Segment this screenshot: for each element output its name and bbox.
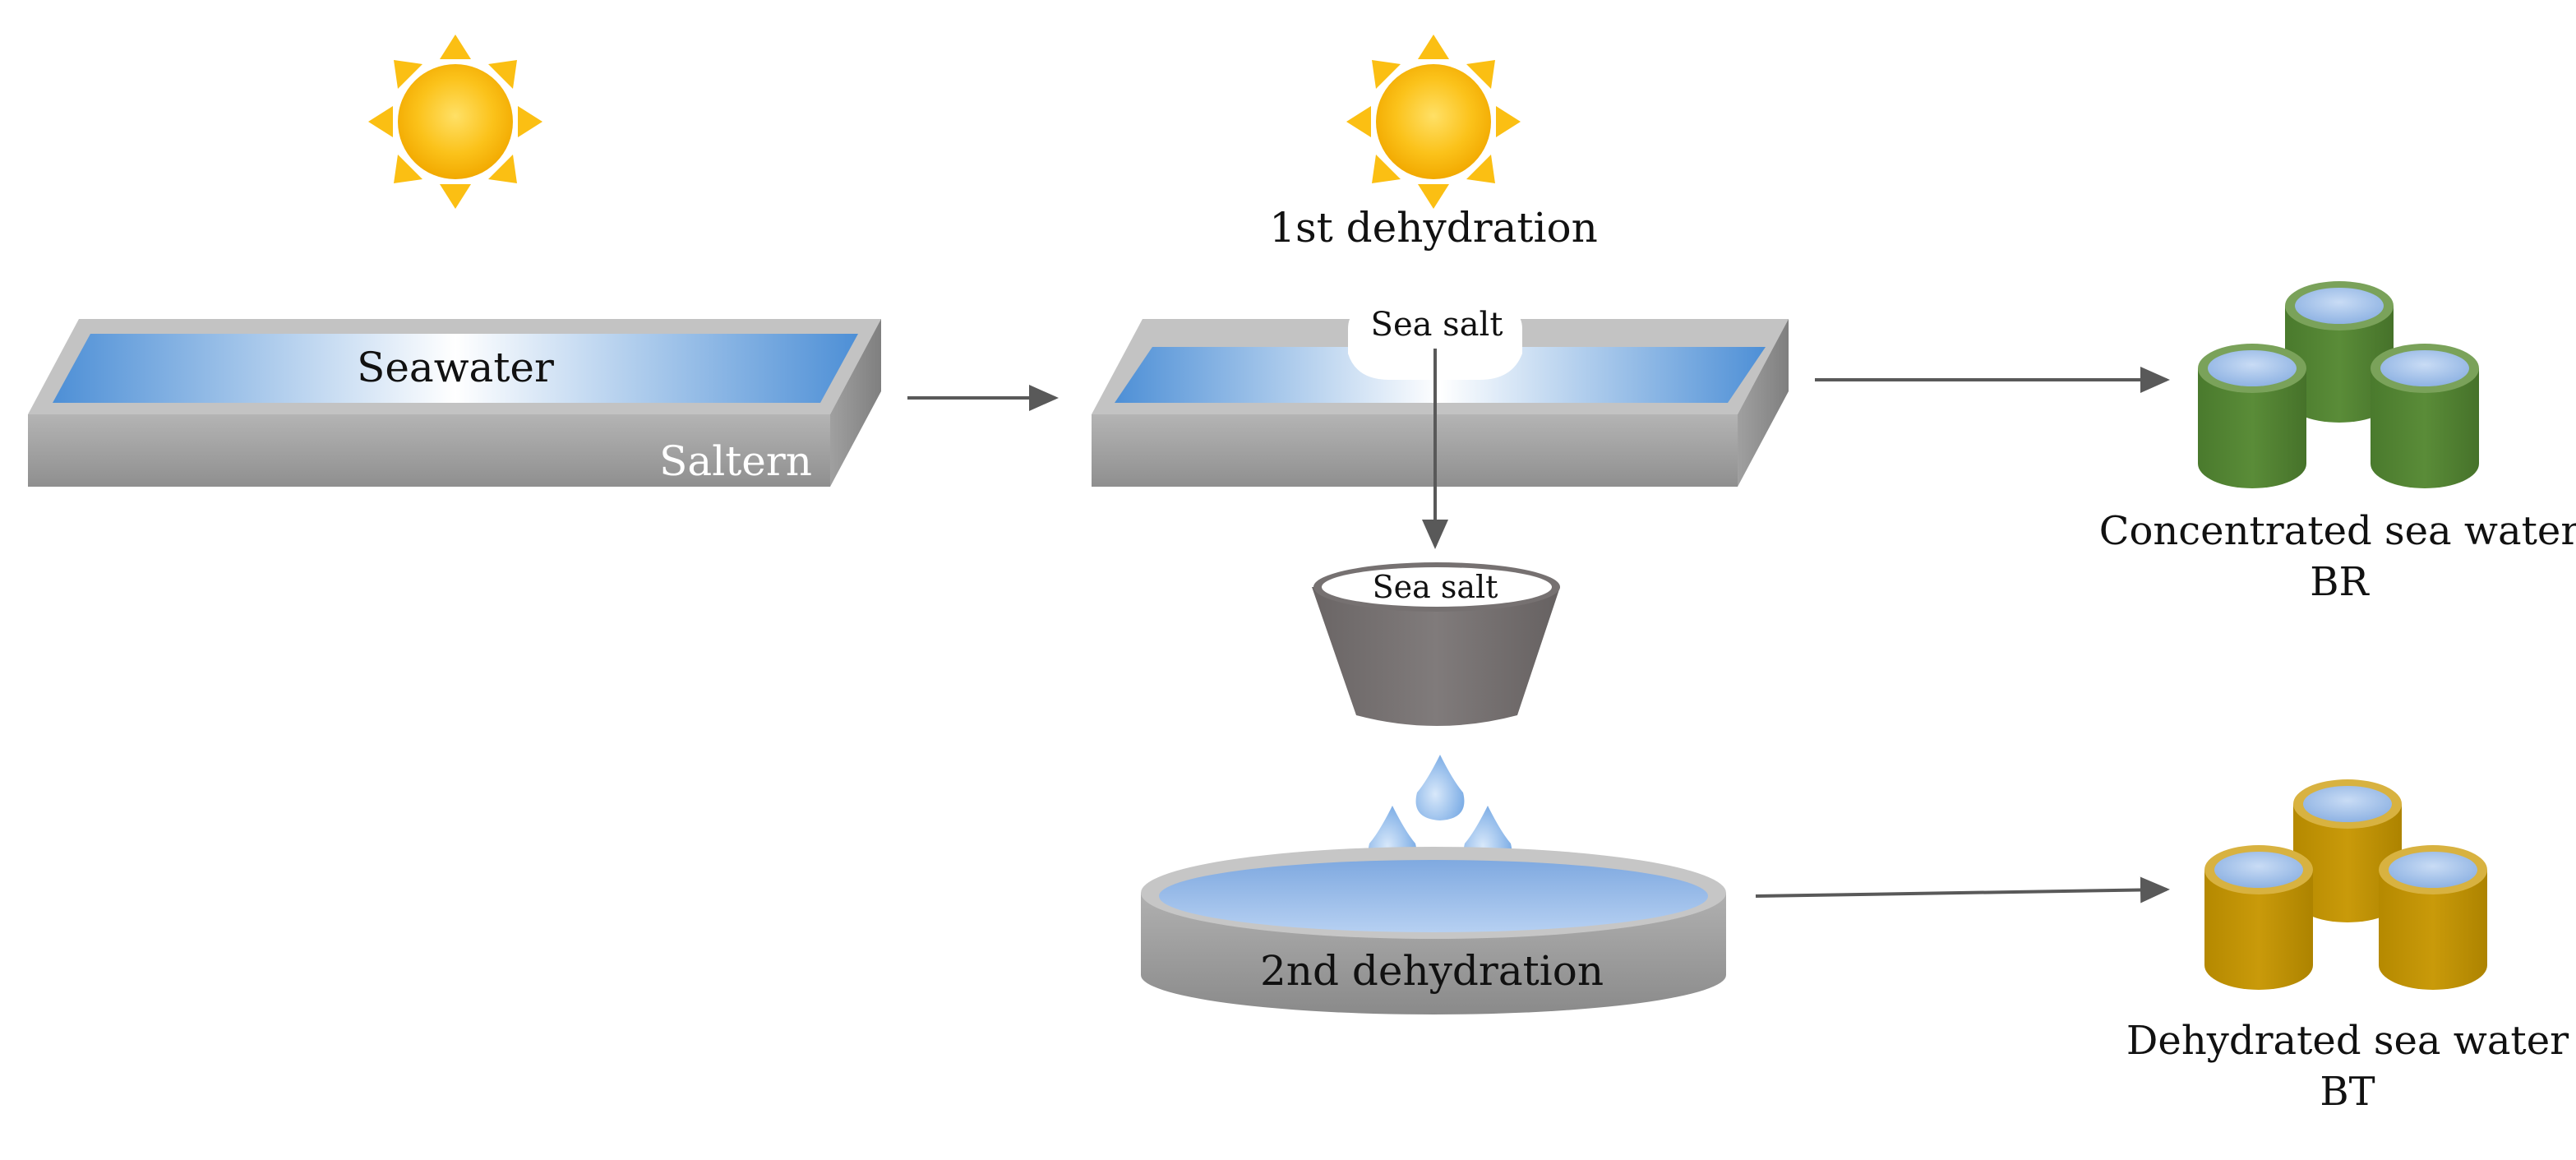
first-dehydration-label: 1st dehydration bbox=[1269, 204, 1598, 252]
seawater-label: Seawater bbox=[357, 344, 554, 391]
barrel-icon bbox=[2198, 344, 2306, 488]
arrow-dish-to-gold bbox=[1755, 876, 2170, 904]
barrel-icon bbox=[2371, 344, 2479, 488]
sea-salt-pan-label: Sea salt bbox=[1371, 306, 1503, 344]
sea-salt-pile bbox=[1348, 311, 1522, 380]
concentrated-water-barrels bbox=[2198, 281, 2479, 488]
second-dehydration-label: 2nd dehydration bbox=[1260, 947, 1604, 995]
saltern-tray bbox=[28, 319, 881, 487]
water-drop-icon bbox=[1415, 755, 1465, 820]
dehydrated-label-line2: BT bbox=[2320, 1069, 2375, 1115]
barrel-icon bbox=[2379, 845, 2487, 990]
salt-funnel bbox=[1312, 562, 1560, 726]
barrel-icon bbox=[2293, 779, 2402, 922]
sun-icon bbox=[368, 35, 542, 209]
sun-icon bbox=[1346, 35, 1521, 209]
second-dehydration-dish bbox=[1141, 847, 1726, 1014]
barrel-icon bbox=[2204, 845, 2313, 990]
dehydrated-label-line1: Dehydrated sea water bbox=[2126, 1018, 2569, 1064]
dehydrated-water-barrels bbox=[2204, 779, 2487, 990]
barrel-icon bbox=[2285, 281, 2394, 423]
saltern-label: Saltern bbox=[659, 437, 812, 485]
concentrated-label-line1: Concentrated sea water bbox=[2099, 508, 2576, 554]
sea-salt-funnel-label: Sea salt bbox=[1373, 569, 1498, 605]
concentrated-label-line2: BR bbox=[2310, 559, 2370, 605]
